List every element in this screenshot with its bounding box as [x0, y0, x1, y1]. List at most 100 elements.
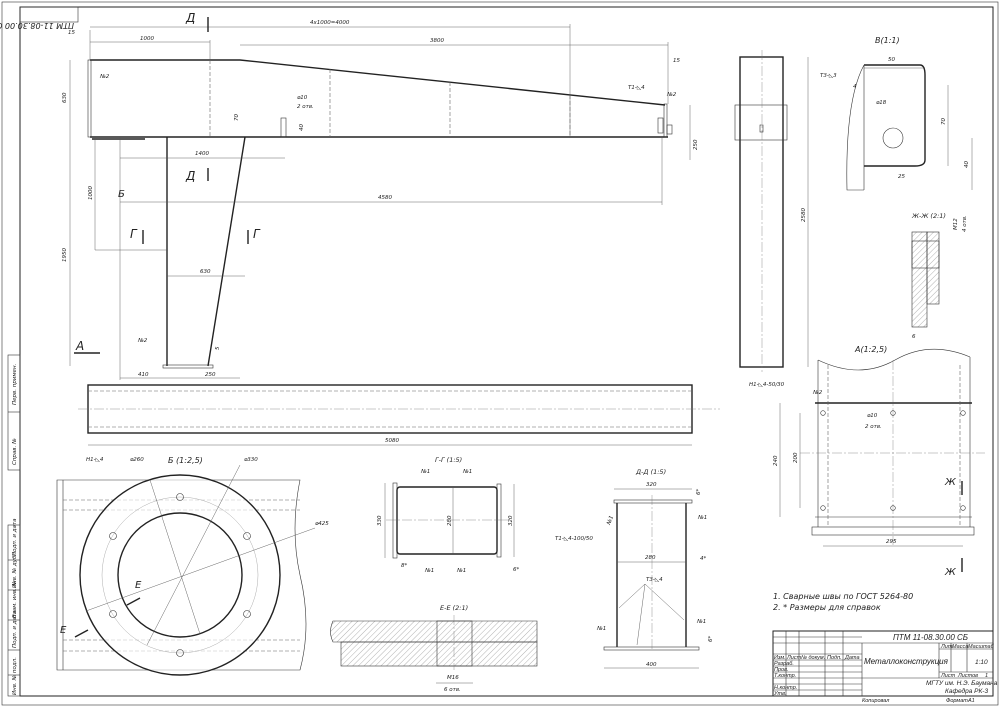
dim-4580: 4580	[378, 195, 392, 201]
dim-d260: ⌀260	[130, 457, 144, 463]
position-label: №1	[420, 469, 430, 475]
col-label: Дата	[844, 655, 860, 661]
title-block: ПТМ 11-08.30.00 СБ Металлоконструкция Из…	[772, 630, 998, 704]
dim-4x1000: 4x1000=4000	[310, 20, 350, 26]
dim-1000-vertical: 1000	[88, 186, 94, 200]
position-label: №2	[812, 390, 823, 396]
stamp-label: Справ. №	[12, 438, 18, 465]
section-mark-d: Д	[185, 11, 195, 25]
dim-295: 295	[886, 539, 897, 545]
sheets-label: Листов	[957, 673, 978, 679]
dim-4: 4*	[700, 556, 706, 562]
dim-250: 250	[205, 372, 216, 378]
dim-8: 8*	[401, 563, 407, 569]
section-mark-d: Д	[185, 169, 195, 183]
weld-size: 4	[853, 84, 857, 90]
format-label: Формат	[946, 698, 968, 704]
row-label: Разраб.	[774, 661, 794, 667]
title-name: Металлоконструкция	[864, 657, 949, 666]
dim-40: 40	[964, 161, 970, 168]
dim-280: 280	[447, 515, 453, 526]
hole-qty-label: 2 отв.	[297, 104, 314, 110]
view-a-title: А(1:2,5)	[854, 345, 887, 354]
stamp-label: Перв. примен.	[12, 363, 18, 405]
dim-15: 15	[68, 30, 75, 36]
view-mark-a: А	[75, 339, 84, 353]
hole-label: ⌀10	[297, 95, 308, 101]
position-label: №1	[606, 515, 615, 527]
tech-note: 2. * Размеры для справок	[773, 603, 881, 612]
thread-label: M16	[447, 675, 459, 681]
mass-label: Масса	[952, 644, 968, 650]
dim-6: 6*	[513, 567, 519, 573]
section-e: Е-Е (2:1) M16 6 отв.	[330, 604, 538, 693]
section-mark-e: Е	[135, 580, 142, 591]
scale-label: Масштаб	[968, 644, 995, 650]
position-label: №2	[99, 74, 110, 80]
dim-15: 15	[673, 58, 680, 64]
qty-label: 4 отв.	[962, 215, 968, 232]
department: Кафедра РК-3	[945, 687, 988, 695]
dim-410: 410	[138, 372, 149, 378]
position-label: №1	[596, 626, 606, 632]
view-mark-b: Б	[118, 189, 125, 200]
main-view-beam	[87, 59, 673, 369]
stamp-label: Подп. и дата	[12, 518, 18, 556]
scale-value: 1:10	[975, 659, 988, 666]
dim-6: 6	[912, 334, 916, 340]
dim-250-vertical: 250	[693, 139, 699, 150]
format-value: А1	[967, 698, 975, 704]
section-d: Д-Д (1:5) 320 280 400 4* 6* 6* Т1-◺4-100…	[555, 468, 714, 669]
col-label: № докум.	[801, 655, 825, 661]
section-g-title: Г-Г (1:5)	[435, 456, 462, 464]
col-label: Изм.	[774, 655, 786, 661]
section-mark-g: Г	[253, 227, 261, 241]
section-mark-zh: Ж	[944, 477, 957, 488]
col-label: Подп.	[827, 655, 842, 661]
detail-v-title: В(1:1)	[875, 36, 900, 45]
section-zh-title: Ж-Ж (2:1)	[911, 212, 946, 220]
dim-1950: 1950	[62, 248, 68, 262]
main-view-dimensions: 4x1000=4000 1000 15 3800 15 630 70 40 14…	[62, 11, 699, 380]
position-label: №1	[424, 568, 434, 574]
tech-note: 1. Сварные швы по ГОСТ 5264-80	[773, 592, 913, 601]
dim-280: 280	[645, 555, 656, 561]
row-label: Т.контр.	[774, 673, 796, 679]
column-side-view: 2580	[734, 50, 809, 372]
hole-qty-label: 2 отв.	[865, 424, 882, 430]
dim-70: 70	[234, 114, 240, 121]
organization: МГТУ им. Н.Э. Баумана	[926, 680, 998, 687]
dim-200: 200	[793, 452, 799, 463]
dim-1000: 1000	[140, 36, 154, 42]
title-designation: ПТМ 11-08.30.00 СБ	[893, 633, 968, 642]
dim-d330: ⌀330	[244, 457, 258, 463]
dim-6: 6*	[708, 636, 714, 642]
position-label: №1	[462, 469, 472, 475]
dim-320: 320	[508, 515, 514, 526]
position-label: №2	[137, 338, 148, 344]
stamp-label: Инв. № дубл.	[12, 550, 18, 588]
sheets-count: 1	[985, 673, 988, 679]
rotated-designation-stamp: ПТМ 11-08.30.00 СБ	[0, 6, 79, 30]
row-label: Пров.	[774, 667, 789, 673]
weld-label: Н1-◺4	[86, 457, 104, 463]
dim-630-horizontal: 630	[200, 269, 211, 275]
dim-6: 6*	[696, 489, 702, 495]
view-b-title: Б (1:2,5)	[168, 456, 203, 465]
section-zh: Ж-Ж (2:1) M12 4 отв. 6	[911, 212, 968, 340]
side-stamps: Перв. примен. Справ. № Подп. и дата Инв.…	[7, 354, 21, 697]
stamp-label: Подп. и дата	[12, 610, 18, 648]
dim-50: 50	[888, 57, 895, 63]
dim-d425: ⌀425	[315, 521, 329, 527]
dim-1400: 1400	[195, 151, 209, 157]
dim-320: 320	[646, 482, 657, 488]
view-a: А(1:2,5) 240 200 295 Н1-◺4-50/30 №2 ⌀10 …	[749, 345, 985, 578]
technical-notes: 1. Сварные швы по ГОСТ 5264-80 2. * Разм…	[773, 592, 913, 612]
weld-label: Т1-◺4-100/50	[555, 536, 593, 542]
section-mark-g: Г	[130, 227, 138, 241]
dim-2580: 2580	[801, 208, 807, 222]
position-label: №1	[697, 515, 707, 521]
qty-label: 6 отв.	[444, 687, 461, 693]
thread-label: M12	[953, 218, 959, 230]
